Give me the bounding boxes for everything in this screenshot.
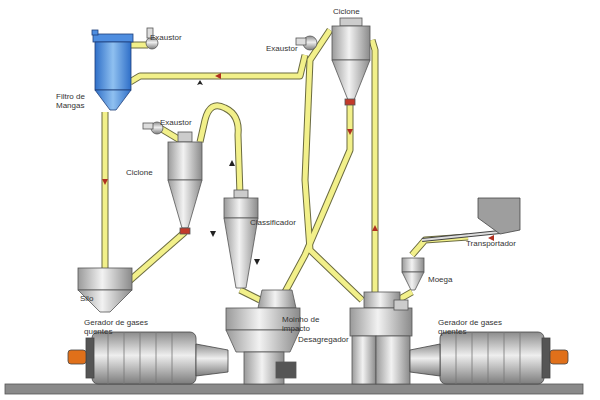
pipe [128, 232, 185, 282]
exhaust-fan [143, 123, 153, 129]
classifier [224, 190, 258, 288]
pipe-outline [372, 40, 375, 292]
flow-arrow [210, 231, 216, 237]
flow-arrow [102, 179, 108, 185]
pipe-outline [128, 232, 185, 282]
hot-gas-generator [86, 338, 94, 378]
part-label: Moinho de impacto [282, 315, 322, 333]
bag-filter [95, 90, 131, 110]
impact-mill [226, 330, 300, 352]
feed-hopper [402, 258, 424, 290]
disintegrator [350, 292, 412, 384]
part-label: Transportador [466, 239, 526, 248]
flow-arrow [197, 80, 203, 85]
silo [78, 268, 132, 312]
part-label: Moega [428, 275, 468, 284]
part-label: Ciclone [126, 168, 170, 177]
pipe [240, 290, 260, 300]
hot-gas-generator [68, 350, 86, 364]
cyclone [180, 228, 190, 234]
flow-arrow [102, 73, 494, 265]
feed-hopper [402, 272, 424, 290]
part-label: Gerador de gases quentes [438, 318, 504, 336]
hot-gas-generator [456, 332, 520, 384]
bag-filter [92, 30, 133, 110]
pipe-outline [130, 55, 305, 82]
bag-filter [92, 30, 98, 35]
cyclone [340, 18, 362, 26]
conveyor [422, 198, 520, 240]
pipe [130, 55, 305, 82]
flow-arrow [347, 129, 353, 135]
impact-mill [276, 362, 296, 378]
pipe-outline [102, 112, 109, 268]
pipe [200, 106, 240, 195]
pipe [372, 40, 375, 292]
hot-gas-generator [196, 344, 228, 376]
base-platform [5, 384, 583, 394]
hot-gas-generator [92, 332, 196, 384]
hot-gas-generator [440, 332, 544, 384]
conveyor [478, 198, 520, 234]
cyclone [168, 180, 202, 228]
exhaust-fan [143, 28, 317, 134]
disintegrator [350, 308, 412, 336]
classifier [224, 218, 258, 288]
pipe [130, 43, 148, 48]
silo [78, 268, 132, 290]
exhaust-fan [296, 38, 306, 45]
feed-hopper [402, 258, 424, 272]
conveyor [422, 232, 500, 240]
bag-filter [95, 42, 131, 90]
pipe-outline [130, 42, 148, 49]
flow-arrow [215, 73, 221, 79]
part-label: Desagregador [298, 335, 358, 344]
classifier [234, 190, 248, 198]
part-label: Gerador de gases quentes [84, 318, 150, 336]
cyclone [332, 60, 370, 100]
flow-arrow [372, 225, 378, 231]
flow-arrow [254, 259, 260, 265]
silo [78, 290, 132, 312]
pipe [285, 104, 350, 292]
part-label: Filtro de Mangas [56, 92, 94, 110]
hot-gas-generator [410, 344, 440, 376]
cyclone [168, 142, 202, 180]
disintegrator [352, 336, 376, 384]
pipe-outline [240, 290, 260, 300]
disintegrator [376, 336, 410, 384]
conveyor [422, 232, 500, 240]
cyclone [332, 26, 370, 60]
hot-gas-generator [542, 338, 550, 378]
base-platform [5, 384, 583, 394]
hot-gas-generator [550, 350, 568, 364]
cyclone [178, 132, 192, 142]
impact-mill [258, 290, 296, 308]
pipe-outline [105, 30, 468, 300]
hot-gas-generator [108, 332, 172, 384]
pipe-outline [200, 106, 240, 195]
classifier [224, 198, 258, 218]
bag-filter [93, 34, 133, 42]
pipe [103, 112, 108, 268]
hot-gas-generator [68, 332, 228, 384]
cyclone [168, 132, 202, 234]
part-label: Exaustor [150, 33, 194, 42]
cyclone [345, 99, 355, 105]
pipe-outline [285, 104, 350, 292]
part-label: Classificador [250, 218, 310, 227]
part-label: Exaustor [266, 44, 310, 53]
hot-gas-generator [410, 332, 568, 384]
part-label: Exaustor [160, 118, 204, 127]
impact-mill [226, 290, 300, 384]
part-label: Ciclone [333, 7, 377, 16]
disintegrator [394, 300, 408, 310]
pipe [105, 30, 468, 300]
flow-arrow [229, 160, 235, 166]
cyclone [332, 18, 370, 105]
part-label: Silo [80, 294, 110, 303]
